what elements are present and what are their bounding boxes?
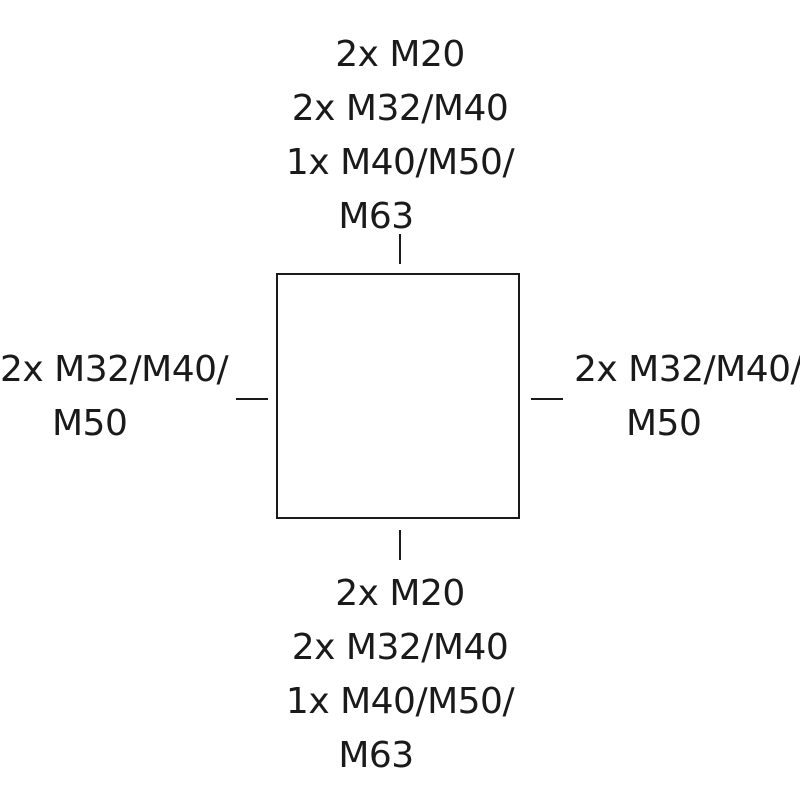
right-entry-label: 2x M32/M40/ M50	[574, 343, 800, 451]
top-side-marker	[399, 234, 401, 264]
bottom-entry-line: M63	[338, 735, 414, 776]
bottom-entry-line: 1x M40/M50/	[285, 681, 515, 722]
top-entry-line: 1x M40/M50/	[285, 142, 515, 183]
top-entry-line: 2x M20	[335, 34, 465, 75]
bottom-side-marker	[399, 530, 401, 560]
right-entry-line: 2x M32/M40/	[574, 349, 800, 390]
left-entry-line: 2x M32/M40/	[0, 349, 229, 390]
left-side-marker	[236, 398, 268, 400]
top-entry-line: M63	[338, 196, 414, 237]
bottom-entry-label: 2x M20 2x M32/M40 1x M40/M50/ M63	[0, 567, 800, 783]
top-entry-label: 2x M20 2x M32/M40 1x M40/M50/ M63	[0, 28, 800, 244]
enclosure-box	[276, 273, 520, 519]
left-entry-label: 2x M32/M40/ M50	[0, 343, 229, 451]
left-entry-line: M50	[52, 403, 128, 444]
right-entry-line: M50	[626, 403, 702, 444]
right-side-marker	[531, 398, 563, 400]
top-entry-line: 2x M32/M40	[291, 88, 509, 129]
bottom-entry-line: 2x M20	[335, 573, 465, 614]
bottom-entry-line: 2x M32/M40	[291, 627, 509, 668]
